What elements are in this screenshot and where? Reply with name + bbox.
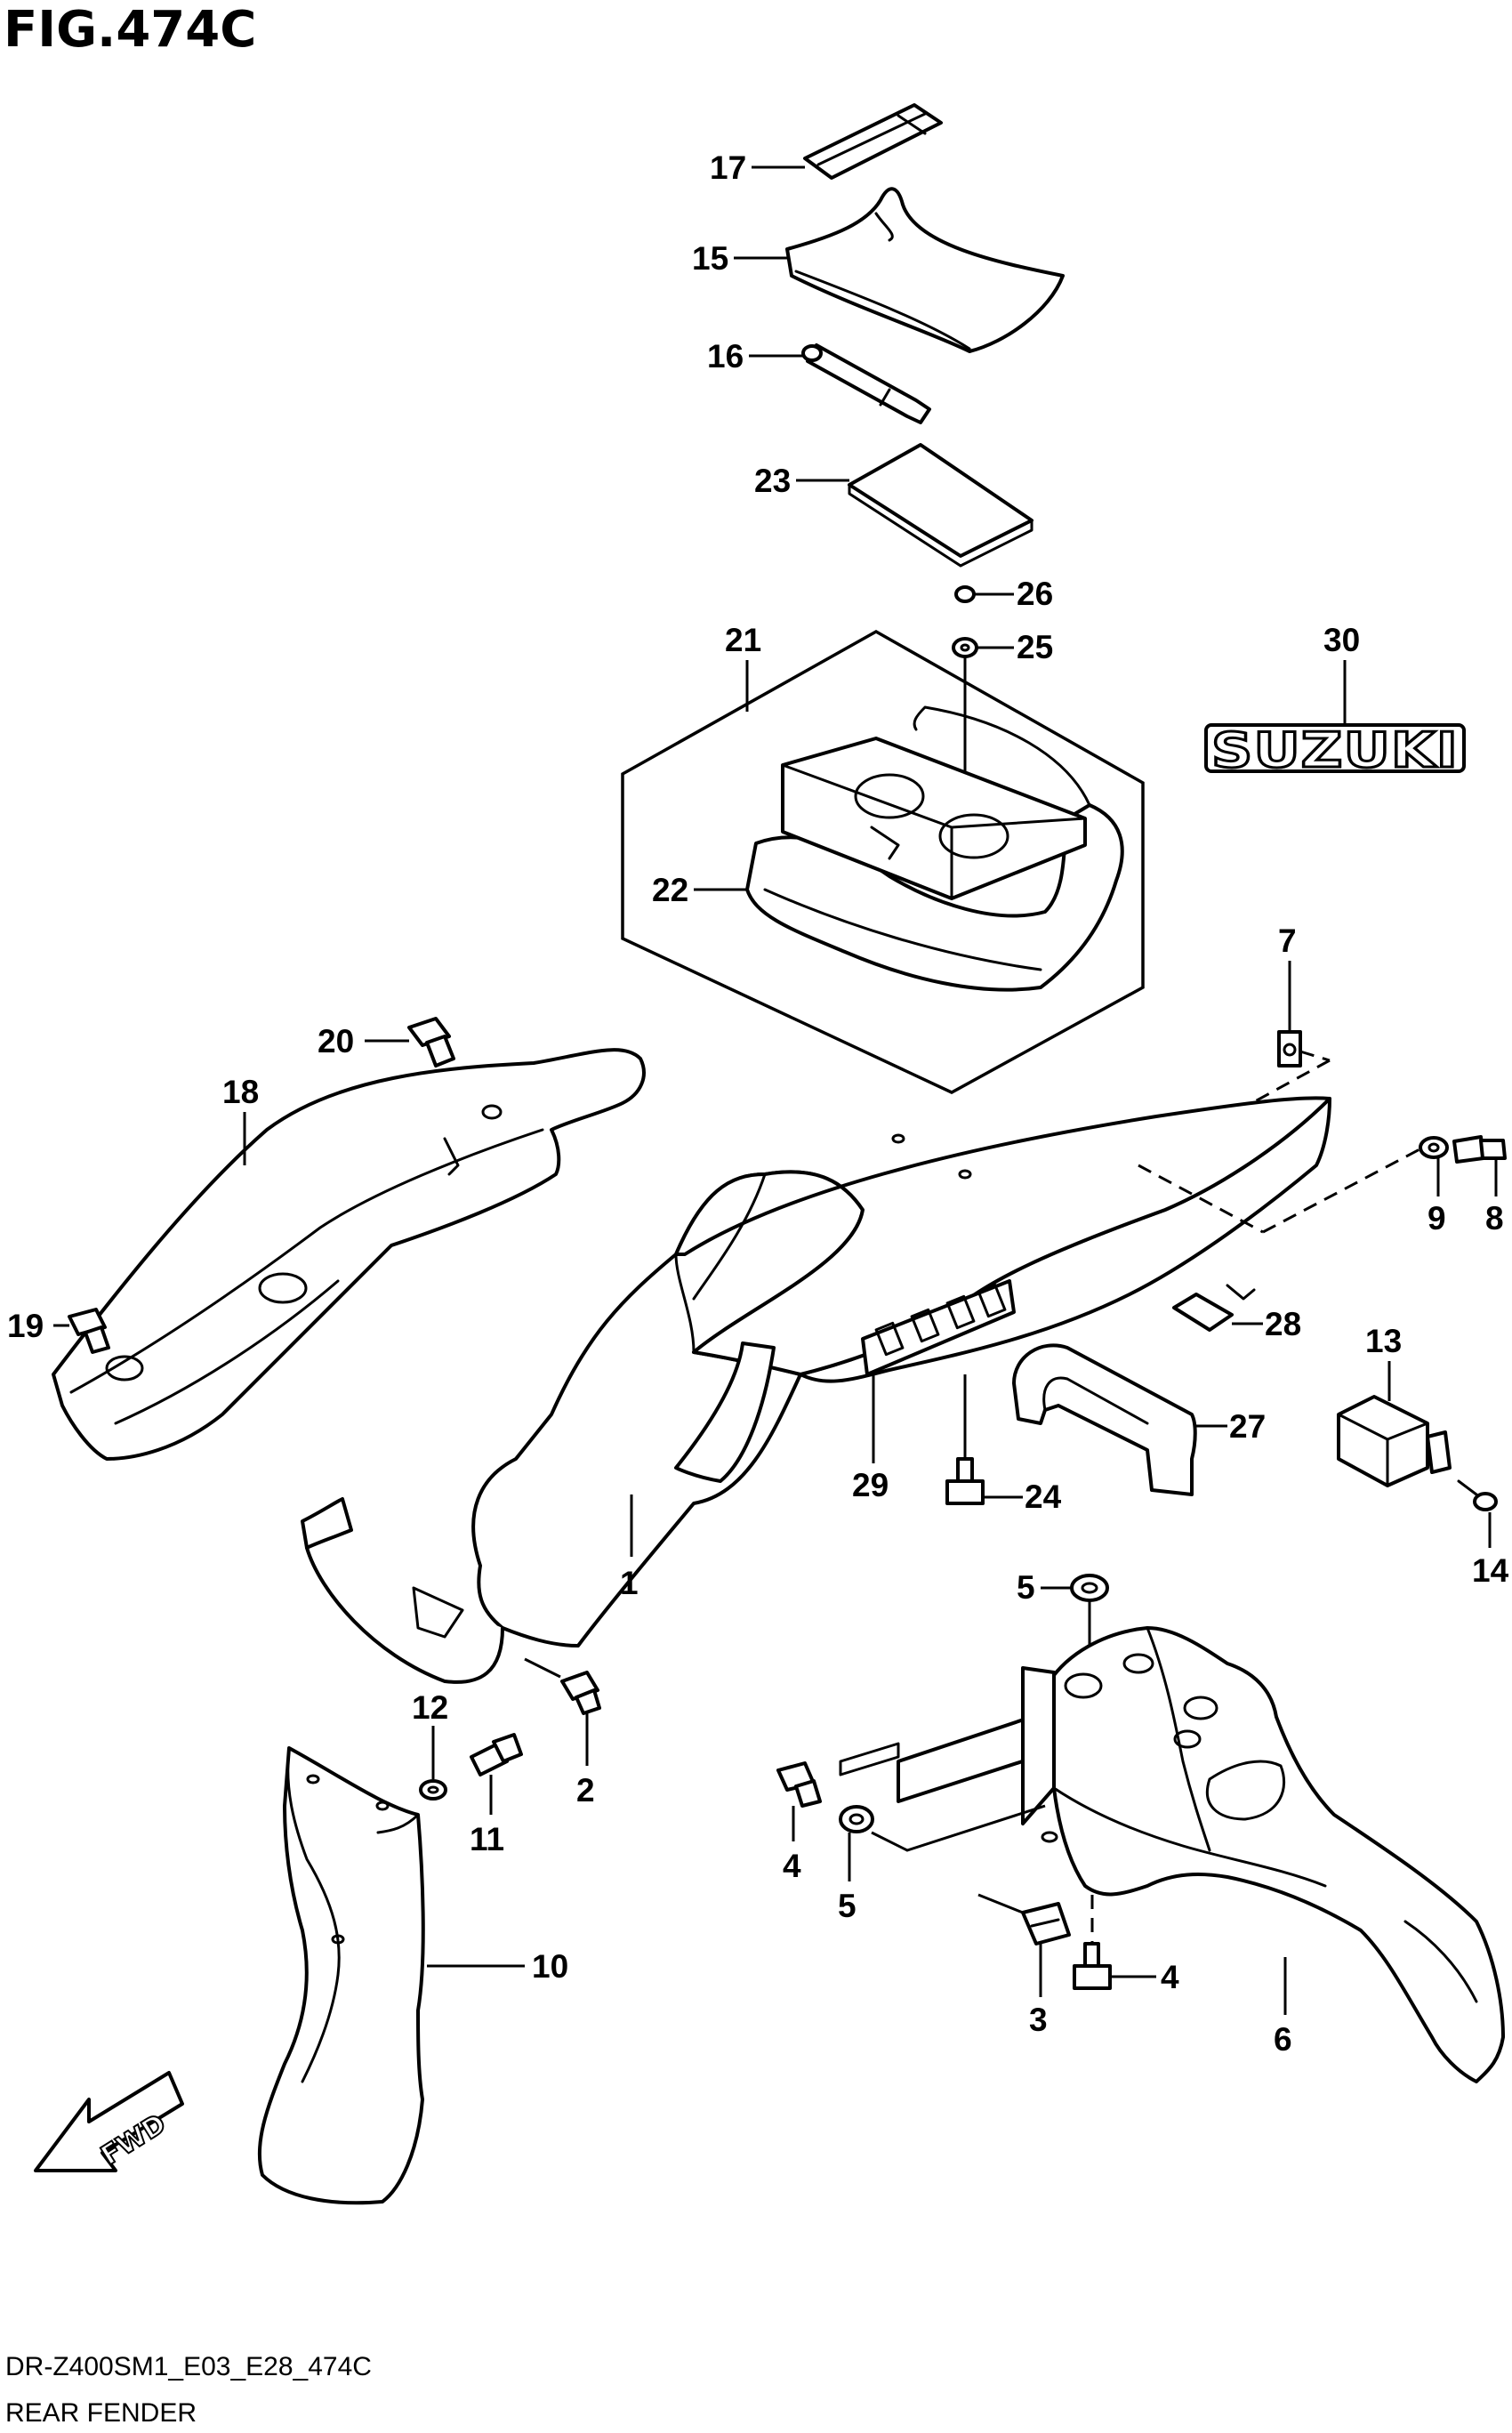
callout-29: 29 — [852, 1467, 889, 1503]
callout-28: 28 — [1265, 1306, 1301, 1342]
part-15-tool-bag — [785, 187, 1065, 353]
part-26-nut — [954, 585, 976, 603]
part-5-grommet-upper — [1070, 1574, 1109, 1602]
part-11-bolt — [470, 1733, 523, 1776]
callout-9: 9 — [1428, 1200, 1446, 1237]
part-10-mud-flap — [257, 1746, 425, 2205]
part-1-rear-fender — [301, 1096, 1331, 1684]
part-9-washer — [1419, 1136, 1449, 1159]
part-27-grab-bar — [1012, 1343, 1197, 1496]
part-5-grommet-lower — [839, 1805, 874, 1833]
part-12-washer — [419, 1779, 447, 1801]
part-2-bolt — [560, 1671, 601, 1715]
part-7-clip-nut — [1277, 1030, 1302, 1067]
callout-4-left: 4 — [783, 1848, 801, 1884]
part-21-tool-tray — [781, 737, 1087, 900]
callout-1: 1 — [620, 1565, 639, 1601]
forward-direction-arrow: FWD — [34, 2071, 184, 2172]
figure-title: FIG.474C — [4, 1, 256, 59]
callout-18: 18 — [222, 1074, 259, 1110]
callout-24: 24 — [1025, 1478, 1062, 1515]
callout-5-upper: 5 — [1017, 1569, 1035, 1606]
callout-11: 11 — [470, 1821, 504, 1857]
callout-6: 6 — [1274, 2021, 1292, 2058]
callout-3: 3 — [1029, 2002, 1048, 2038]
part-18-splash-guard — [52, 1048, 646, 1461]
callout-17: 17 — [710, 149, 746, 186]
model-code: DR-Z400SM1_E03_E28_474C — [5, 2352, 372, 2381]
callout-12: 12 — [412, 1689, 448, 1726]
callout-13: 13 — [1365, 1323, 1402, 1359]
callout-7: 7 — [1278, 922, 1297, 959]
part-25-washer — [952, 637, 978, 658]
part-24-bolt — [945, 1457, 985, 1505]
part-14-screw — [1457, 1479, 1498, 1511]
callout-8: 8 — [1485, 1200, 1504, 1237]
part-29-reflector — [861, 1279, 1016, 1376]
part-6-inner-fender — [839, 1626, 1505, 2083]
suzuki-logo-text: SUZUKI — [1211, 722, 1459, 778]
callout-20: 20 — [318, 1023, 354, 1059]
part-4-bolt-left — [776, 1761, 822, 1808]
callout-21: 21 — [725, 622, 761, 658]
callout-15: 15 — [692, 240, 728, 277]
assembly-box-21 — [621, 629, 1145, 1094]
callout-5-lower: 5 — [838, 1888, 857, 1924]
callout-14: 14 — [1472, 1552, 1509, 1589]
callout-4-right: 4 — [1161, 1959, 1179, 1995]
part-20-bolt — [407, 1017, 455, 1067]
part-16-tool-handle — [801, 343, 931, 424]
callout-22: 22 — [652, 872, 688, 908]
part-13-relay — [1337, 1395, 1452, 1487]
callout-16: 16 — [707, 338, 744, 375]
callout-10: 10 — [532, 1948, 568, 1985]
part-23-owners-manual — [848, 443, 1033, 568]
callout-19: 19 — [7, 1308, 44, 1344]
part-8-bolt — [1452, 1135, 1507, 1164]
part-30-emblem: SUZUKI — [1204, 721, 1466, 780]
callout-25: 25 — [1017, 629, 1053, 665]
callout-30: 30 — [1323, 622, 1360, 658]
callout-2: 2 — [576, 1772, 595, 1809]
part-28-pad — [1172, 1293, 1234, 1332]
part-3-clip — [1021, 1902, 1071, 1946]
callout-23: 23 — [754, 463, 791, 499]
callout-26: 26 — [1017, 576, 1053, 612]
callout-27: 27 — [1229, 1408, 1266, 1445]
section-name: REAR FENDER — [5, 2398, 197, 2428]
part-4-bolt-right — [1073, 1942, 1112, 1990]
part-19-bolt — [68, 1308, 110, 1354]
part-17-strap — [803, 103, 943, 180]
